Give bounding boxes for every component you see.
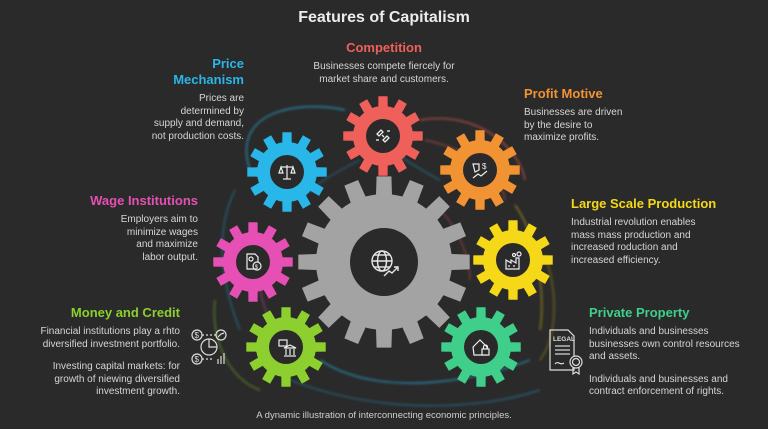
competition-heading: Competition <box>346 40 422 55</box>
private-property-description-1: Individuals and businesses businesses ow… <box>589 326 740 362</box>
diagram-title: Features of Capitalism <box>298 9 470 26</box>
svg-text:$: $ <box>482 162 487 171</box>
payroll-document-icon: $ <box>246 253 262 271</box>
feature-money-and-credit: Money and Credit Financial institutions … <box>40 305 180 399</box>
investment-portfolio-icon: $ $ <box>191 329 227 365</box>
feature-price-mechanism: Price Mechanism Prices are determined by… <box>150 56 244 143</box>
feature-large-scale-production: Large Scale Production Industrial revolu… <box>571 196 721 267</box>
private-property-description-2: Individuals and businesses and contract … <box>589 373 728 398</box>
large-scale-production-description: Industrial revolution enables mass mass … <box>571 217 696 266</box>
diagram-caption: A dynamic illustration of interconnectin… <box>256 410 512 421</box>
private-property-heading: Private Property <box>589 305 690 320</box>
svg-text:$: $ <box>195 331 200 340</box>
globe-growth-icon <box>371 250 399 277</box>
competition-description: Businesses compete fiercely for market s… <box>313 61 455 85</box>
wage-institutions-description: Employers aim to minimize wages and maxi… <box>120 214 198 263</box>
money-and-credit-description-1: Financial institutions play a rhto diver… <box>40 326 180 350</box>
money-and-credit-heading: Money and Credit <box>70 305 180 320</box>
feature-competition: Competition Businesses compete fiercely … <box>313 40 455 86</box>
feature-profit-motive: Profit Motive Businesses are driven by t… <box>524 86 624 145</box>
house-lock-icon <box>472 339 490 356</box>
large-scale-production-heading: Large Scale Production <box>571 196 717 211</box>
broken-chain-icon <box>376 129 390 143</box>
money-and-credit-description-2: Investing capital markets: for growth of… <box>52 361 180 397</box>
feature-private-property: Private Property Individuals and busines… <box>589 305 749 399</box>
profit-motive-heading: Profit Motive <box>524 86 603 101</box>
bank-money-icon <box>278 339 297 357</box>
legal-document-icon: LEGAL <box>549 329 583 376</box>
price-mechanism-heading: Price Mechanism <box>173 56 244 87</box>
svg-text:LEGAL: LEGAL <box>553 336 575 343</box>
svg-text:$: $ <box>255 265 259 271</box>
feature-wage-institutions: Wage Institutions Employers aim to minim… <box>86 193 198 264</box>
profit-growth-icon: $ <box>472 162 488 179</box>
svg-text:$: $ <box>195 355 200 364</box>
factory-icon <box>505 251 522 270</box>
wage-institutions-heading: Wage Institutions <box>90 193 198 208</box>
profit-motive-description: Businesses are driven by the desire to m… <box>524 107 623 143</box>
balance-scale-icon <box>278 165 296 180</box>
price-mechanism-description: Prices are determined by supply and dema… <box>151 93 244 142</box>
